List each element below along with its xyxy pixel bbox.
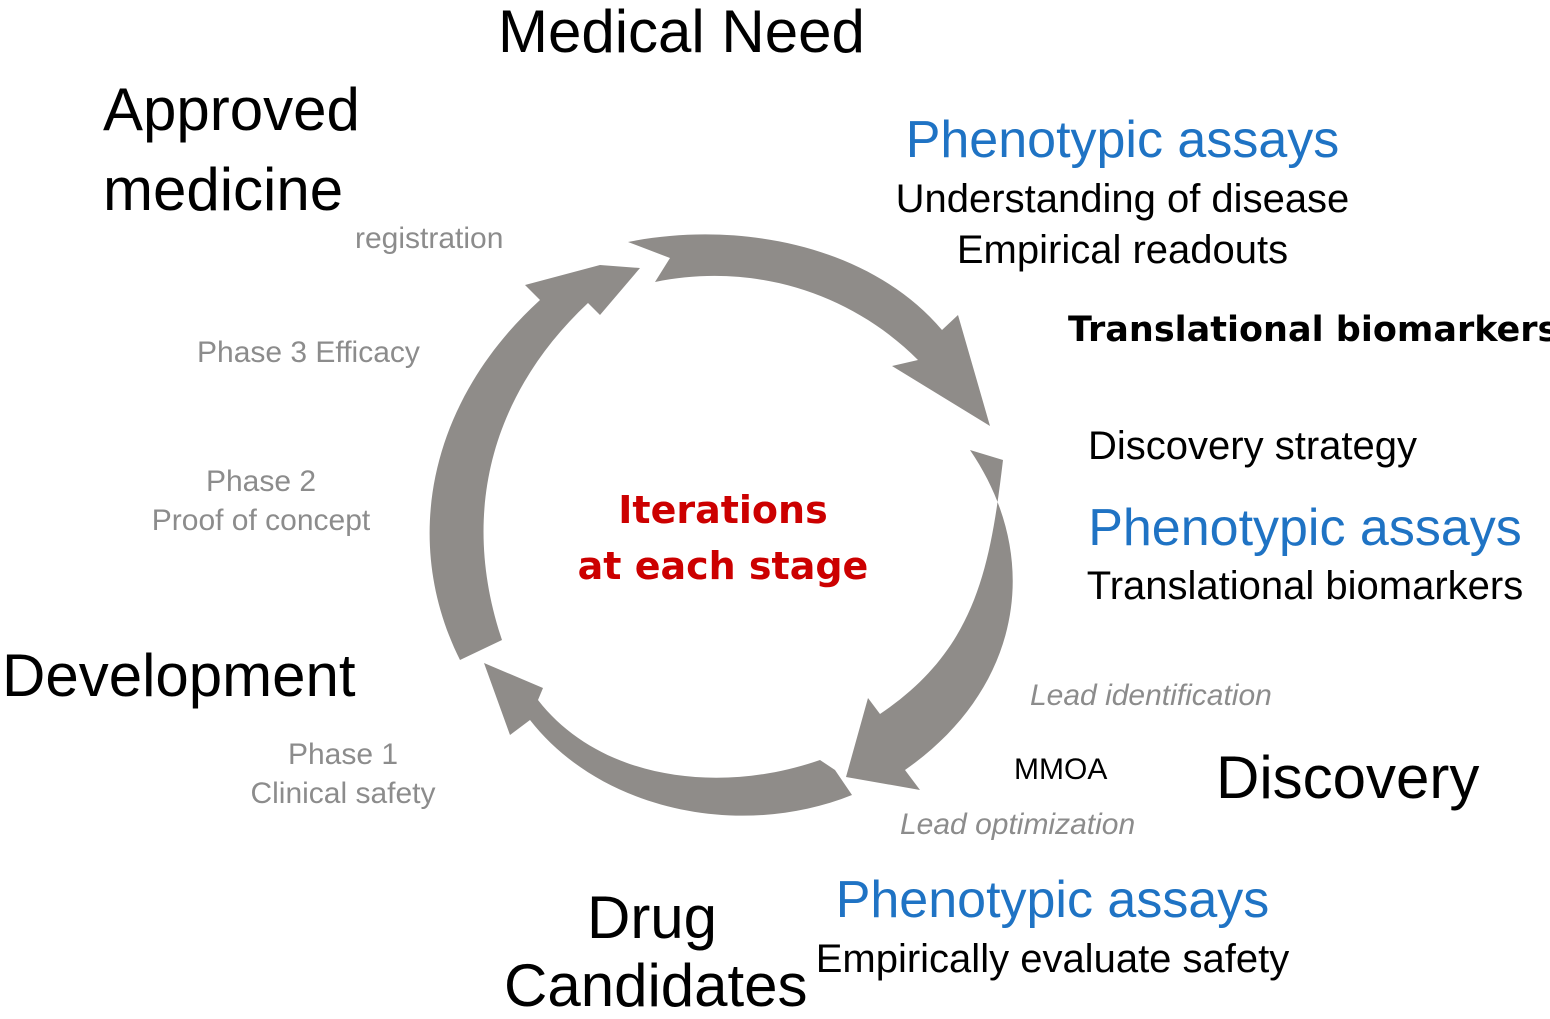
center-line1: Iterations <box>618 488 828 532</box>
step-phase2-line1: Phase 2 <box>205 465 317 498</box>
step-phase2-line2: Proof of concept <box>151 504 371 537</box>
arrow-development-to-approved <box>429 265 640 660</box>
step-lead-identification: Lead identification <box>1030 679 1272 712</box>
center-line2: at each stage <box>577 544 869 588</box>
step-phase1-line2: Clinical safety <box>250 777 436 810</box>
top-line-understanding: Understanding of disease <box>895 177 1350 221</box>
bottom-phenotypic-title: Phenotypic assays <box>835 871 1270 929</box>
mid-phenotypic-title: Phenotypic assays <box>1088 499 1522 557</box>
arrow-candidates-to-development <box>484 663 852 816</box>
stage-discovery: Discovery <box>1216 744 1480 811</box>
arrow-need-to-discovery <box>628 234 990 426</box>
step-phase3: Phase 3 Efficacy <box>197 336 420 369</box>
mid-line-translational: Translational biomarkers <box>1086 564 1524 608</box>
step-phase1-line1: Phase 1 <box>287 738 399 771</box>
stage-medical-need: Medical Need <box>498 0 865 65</box>
arrow-discovery-to-candidates <box>846 450 1013 790</box>
stage-approved-line1: Approved <box>103 76 360 143</box>
step-lead-optimization: Lead optimization <box>900 808 1136 841</box>
center-iterations: Iterations at each stage <box>560 482 886 594</box>
stage-approved-line2: medicine <box>103 156 344 223</box>
discovery-strategy: Discovery strategy <box>1088 424 1417 468</box>
bottom-line-safety: Empirically evaluate safety <box>815 937 1290 981</box>
stage-candidates-line2: Candidates <box>504 952 808 1019</box>
step-registration: registration <box>355 222 504 255</box>
translational-biomarkers-bold: Translational biomarkers <box>1068 310 1550 350</box>
stage-development: Development <box>2 642 356 709</box>
top-phenotypic-title: Phenotypic assays <box>905 111 1340 169</box>
top-line-empirical: Empirical readouts <box>956 228 1289 272</box>
step-mmoa: MMOA <box>1014 753 1108 786</box>
stage-candidates-line1: Drug <box>587 884 718 951</box>
